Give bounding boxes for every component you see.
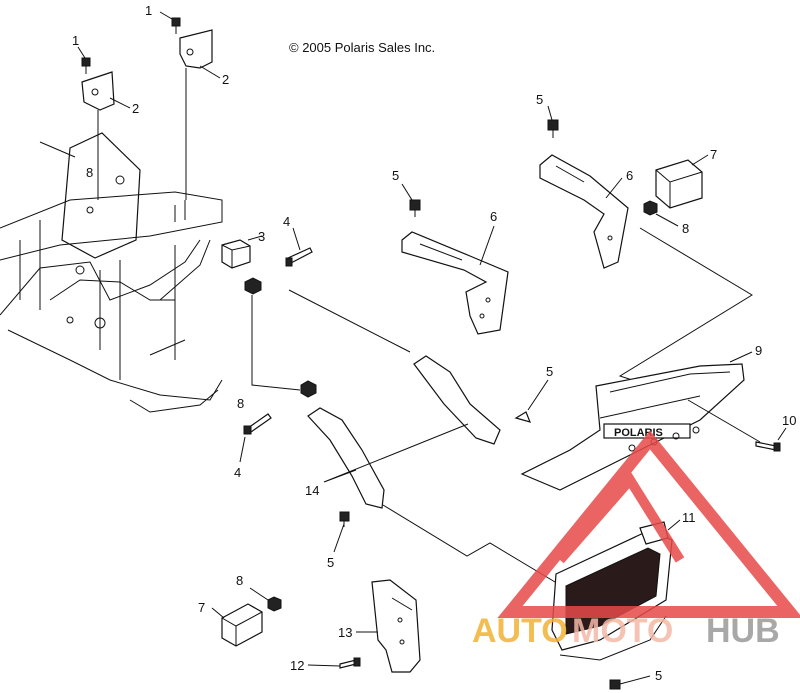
watermark-logo: AUTO MOTO HUB xyxy=(472,430,800,650)
callout-9: 9 xyxy=(755,343,762,358)
callout-6a: 6 xyxy=(490,209,497,224)
screw-5-lower-left xyxy=(339,511,350,527)
bolt-4-upper xyxy=(285,247,313,267)
nut-8-left-top xyxy=(244,277,262,295)
callout-1b: 1 xyxy=(72,33,79,48)
callout-12: 12 xyxy=(290,658,304,673)
watermark-auto: AUTO xyxy=(472,612,568,650)
callout-10: 10 xyxy=(782,413,796,428)
light-7-right xyxy=(655,159,703,209)
nut-8-bottom xyxy=(267,596,282,612)
copyright-notice: © 2005 Polaris Sales Inc. xyxy=(289,40,435,55)
callout-3: 3 xyxy=(258,229,265,244)
bolt-4-lower xyxy=(243,413,272,435)
callout-13: 13 xyxy=(338,625,352,640)
bracket-14-lower xyxy=(307,407,385,509)
grille-logo: POLARIS xyxy=(614,427,663,439)
callout-5c: 5 xyxy=(546,364,553,379)
nut-8-left-bottom xyxy=(300,380,317,398)
callout-5a: 5 xyxy=(536,92,543,107)
screw-12 xyxy=(339,657,361,669)
screw-5-top xyxy=(547,119,559,138)
callout-5e: 5 xyxy=(655,668,662,683)
spacer-block-3 xyxy=(221,239,251,269)
callout-14: 14 xyxy=(305,483,319,498)
callout-4b: 4 xyxy=(234,465,241,480)
watermark-triangle xyxy=(497,430,800,618)
light-7-left xyxy=(221,603,263,647)
screw-5-mid xyxy=(409,199,421,217)
bolt-1-upper xyxy=(171,17,181,34)
bracket-14-upper xyxy=(413,355,501,445)
callout-5d: 5 xyxy=(327,555,334,570)
callout-8b: 8 xyxy=(682,221,689,236)
bracket-2-lower xyxy=(81,71,115,111)
screw-5-bottom xyxy=(609,679,621,690)
callout-5b: 5 xyxy=(392,168,399,183)
bracket-6-right xyxy=(539,154,629,269)
nut-8-right xyxy=(643,200,658,216)
bracket-2-upper xyxy=(179,29,213,69)
callout-6b: 6 xyxy=(626,168,633,183)
callout-11: 11 xyxy=(682,510,696,525)
watermark-moto: MOTO xyxy=(572,612,673,650)
mount-plate-13 xyxy=(371,579,421,673)
watermark-hub: HUB xyxy=(706,612,780,650)
screw-5-right xyxy=(514,411,532,423)
bolt-1-lower xyxy=(81,57,91,74)
callout-7b: 7 xyxy=(198,600,205,615)
bolt-10 xyxy=(755,441,781,452)
front-grille-9: POLARIS xyxy=(520,363,745,491)
callout-2b: 2 xyxy=(132,101,139,116)
callout-8c: 8 xyxy=(86,165,93,180)
callout-7a: 7 xyxy=(710,147,717,162)
bracket-6-center xyxy=(401,231,509,335)
vehicle-frame xyxy=(0,132,223,413)
callout-8d: 8 xyxy=(236,573,243,588)
callout-8a: 8 xyxy=(237,396,244,411)
callout-4a: 4 xyxy=(283,214,290,229)
callout-2a: 2 xyxy=(222,72,229,87)
callout-1a: 1 xyxy=(145,3,152,18)
